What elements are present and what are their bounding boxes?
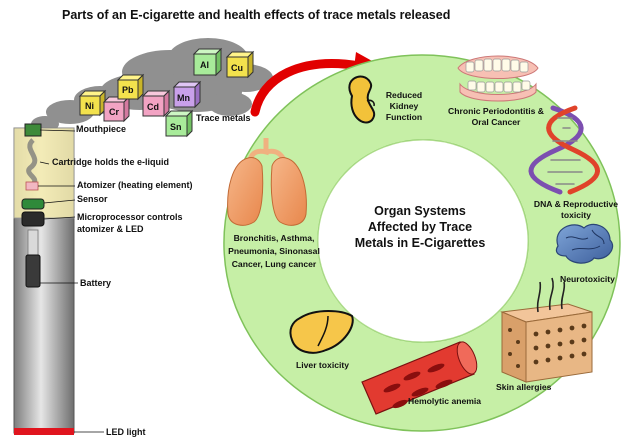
dna-icon (528, 105, 600, 195)
label-mouthpiece: Mouthpiece (76, 124, 127, 134)
blood-vessel-icon (361, 341, 478, 415)
ecig-battery (25, 254, 41, 288)
metal-symbol-ni: Ni (85, 101, 94, 111)
ring-center (317, 139, 529, 343)
label-battery: Battery (80, 278, 112, 288)
ecig-mouthpiece (24, 123, 42, 137)
cube-sn (164, 109, 194, 138)
ecig-sensor (21, 198, 45, 210)
metal-symbol-pb: Pb (122, 85, 134, 95)
skin-icon (500, 277, 593, 383)
cube-al (192, 47, 223, 77)
metal-cubes (78, 47, 255, 138)
cube-cd (141, 89, 171, 118)
organ-label-oral: Chronic Periodontitis & Oral Cancer (448, 106, 544, 127)
lungs-icon (227, 138, 307, 226)
ecig-atomizer (25, 181, 39, 191)
label-cartridge: Cartridge holds the e-liquid (52, 157, 170, 167)
organ-label-dna: DNA & Reproductive toxicity (533, 199, 619, 220)
organ-label-blood: Hemolytic anemia (408, 396, 482, 406)
organ-label-neuro: Neurotoxicity (560, 274, 615, 284)
cube-mn (172, 80, 202, 109)
diagram-title: Parts of an E-cigarette and health effec… (62, 8, 451, 22)
liver-icon (289, 310, 354, 354)
label-trace-metals: Trace metals (196, 113, 251, 123)
metal-symbol-cd: Cd (147, 102, 159, 112)
cube-pb (116, 73, 145, 101)
metal-symbol-mn: Mn (177, 93, 190, 103)
e-cigarette (13, 123, 75, 435)
metal-symbol-cr: Cr (109, 107, 119, 117)
label-led-light: LED light (106, 427, 146, 437)
metal-symbol-sn: Sn (170, 122, 182, 132)
kidney-icon (348, 75, 376, 124)
cube-cu (225, 50, 255, 79)
metal-symbol-al: Al (200, 60, 209, 70)
organ-label-skin: Skin allergies (496, 382, 552, 392)
label-atomizer: Atomizer (heating element) (77, 180, 193, 190)
label-sensor: Sensor (77, 194, 108, 204)
ecig-microprocessor (21, 211, 45, 227)
cube-cr (102, 95, 131, 123)
organ-label-liver: Liver toxicity (296, 360, 350, 370)
label-microprocessor: Microprocessor controls atomizer & LED (77, 212, 183, 234)
leader-lines (38, 129, 104, 433)
organ-label-lung: Bronchitis, Asthma, Pneumonia, Sinonasal… (228, 233, 320, 269)
metal-symbol-cu: Cu (231, 63, 243, 73)
brain-icon (555, 223, 614, 264)
organ-label-kidney: Reduced Kidney Function (385, 90, 423, 122)
teeth-icon (457, 55, 539, 102)
ecig-led (14, 428, 74, 435)
center-text: Organ Systems Affected by Trace Metals i… (354, 204, 486, 250)
metal-symbols: Ni Cr Pb Cd Mn Al Cu Sn (85, 60, 243, 132)
